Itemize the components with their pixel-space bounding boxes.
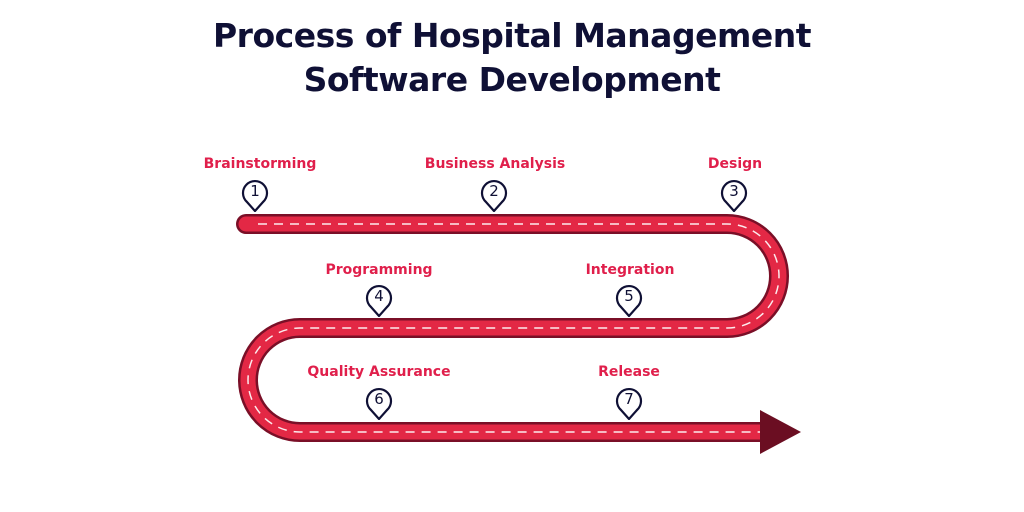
diagram-title: Process of Hospital Management Software … [0, 14, 1024, 102]
step-6-label: Quality Assurance [307, 364, 451, 380]
arrow-head [760, 410, 801, 454]
step-2-label: Business Analysis [424, 156, 566, 172]
step-3-number: 3 [729, 182, 739, 200]
step-1-label: Brainstorming [203, 156, 317, 172]
step-7-label: Release [598, 364, 660, 380]
step-5-label: Integration [585, 262, 675, 278]
step-2-pin: 2 [480, 178, 508, 212]
step-1-number: 1 [250, 182, 260, 200]
step-5-pin: 5 [615, 283, 643, 317]
step-3-label: Design [707, 156, 763, 172]
title-line-1: Process of Hospital Management [213, 16, 811, 55]
title-line-2: Software Development [303, 60, 721, 99]
step-4-label: Programming [325, 262, 433, 278]
step-4-pin: 4 [365, 283, 393, 317]
road-dashes [247, 223, 780, 433]
step-7-pin: 7 [615, 386, 643, 420]
step-1-pin: 1 [241, 178, 269, 212]
step-3-pin: 3 [720, 178, 748, 212]
step-6-pin: 6 [365, 386, 393, 420]
step-5-number: 5 [624, 287, 634, 305]
step-4-number: 4 [374, 287, 384, 305]
step-2-number: 2 [489, 182, 499, 200]
step-7-number: 7 [624, 390, 634, 408]
step-6-number: 6 [374, 390, 384, 408]
